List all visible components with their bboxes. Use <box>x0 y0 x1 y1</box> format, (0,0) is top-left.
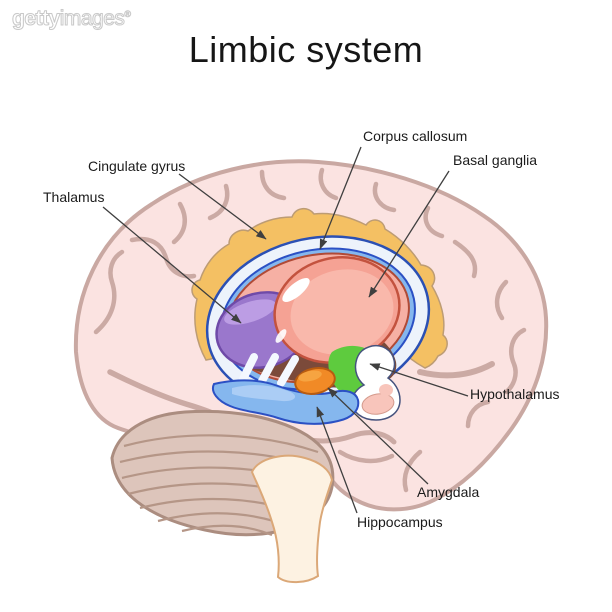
sulcus-line <box>337 449 395 464</box>
fornix-stripe <box>239 353 258 383</box>
basal-ganglia-shape <box>273 256 401 364</box>
watermark-images: images <box>59 7 125 31</box>
sulcus-line <box>207 183 230 221</box>
sulcus-line <box>372 181 397 213</box>
cerebellum-stripe <box>123 434 319 454</box>
label-thalamus: Thalamus <box>43 189 105 205</box>
sulcus-line <box>503 327 527 395</box>
basal-ganglia-gloss <box>282 277 310 303</box>
mammillary-bulb <box>361 393 395 415</box>
sulcus-line <box>465 399 491 429</box>
leader-basal-ganglia <box>368 170 450 298</box>
sulcus-line <box>259 169 287 201</box>
fornix-stripe <box>277 355 299 387</box>
hippocampus-gloss <box>232 385 296 402</box>
basal-ganglia-gloss-small <box>275 329 287 343</box>
page-title: Limbic system <box>188 29 424 70</box>
sulcus-line <box>494 279 509 321</box>
label-basal-ganglia: Basal ganglia <box>453 152 538 168</box>
amygdala-shape <box>294 367 336 395</box>
mammillary-body-shape <box>361 384 395 415</box>
brain-stem <box>250 454 334 584</box>
fornix-stripe <box>258 353 279 385</box>
sulcus-line <box>417 361 495 379</box>
leader-lines <box>102 146 469 514</box>
cerebellum-stripe <box>181 524 273 537</box>
registered-mark-icon: ® <box>124 9 131 20</box>
sulcus-line <box>318 167 339 201</box>
label-hippocampus: Hippocampus <box>357 514 443 530</box>
sulcus-line <box>402 449 423 493</box>
amygdala-gloss <box>298 370 322 382</box>
fornix-stripes <box>239 353 299 387</box>
watermark-getty: getty <box>12 7 61 31</box>
leader-thalamus <box>102 206 242 324</box>
sulcus-line <box>452 239 478 279</box>
leader-hippocampus <box>316 406 358 514</box>
limbic-structures <box>191 208 448 425</box>
leader-hypothalamus <box>369 363 469 397</box>
label-cingulate-gyrus: Cingulate gyrus <box>88 158 186 174</box>
basal-ganglia-inner <box>290 269 394 355</box>
sulcus-line <box>423 205 445 239</box>
sulcus-line <box>93 249 125 335</box>
leader-amygdala <box>327 387 429 485</box>
gettyimages-watermark: gettyimages® <box>12 7 132 31</box>
leader-cingulate-gyrus <box>178 173 267 240</box>
sulcus-line <box>171 201 188 245</box>
mammillary-stem <box>379 384 393 396</box>
label-amygdala: Amygdala <box>417 484 480 500</box>
label-hypothalamus: Hypothalamus <box>470 386 560 402</box>
label-corpus-callosum: Corpus callosum <box>363 128 468 144</box>
leader-corpus-callosum <box>319 146 362 250</box>
